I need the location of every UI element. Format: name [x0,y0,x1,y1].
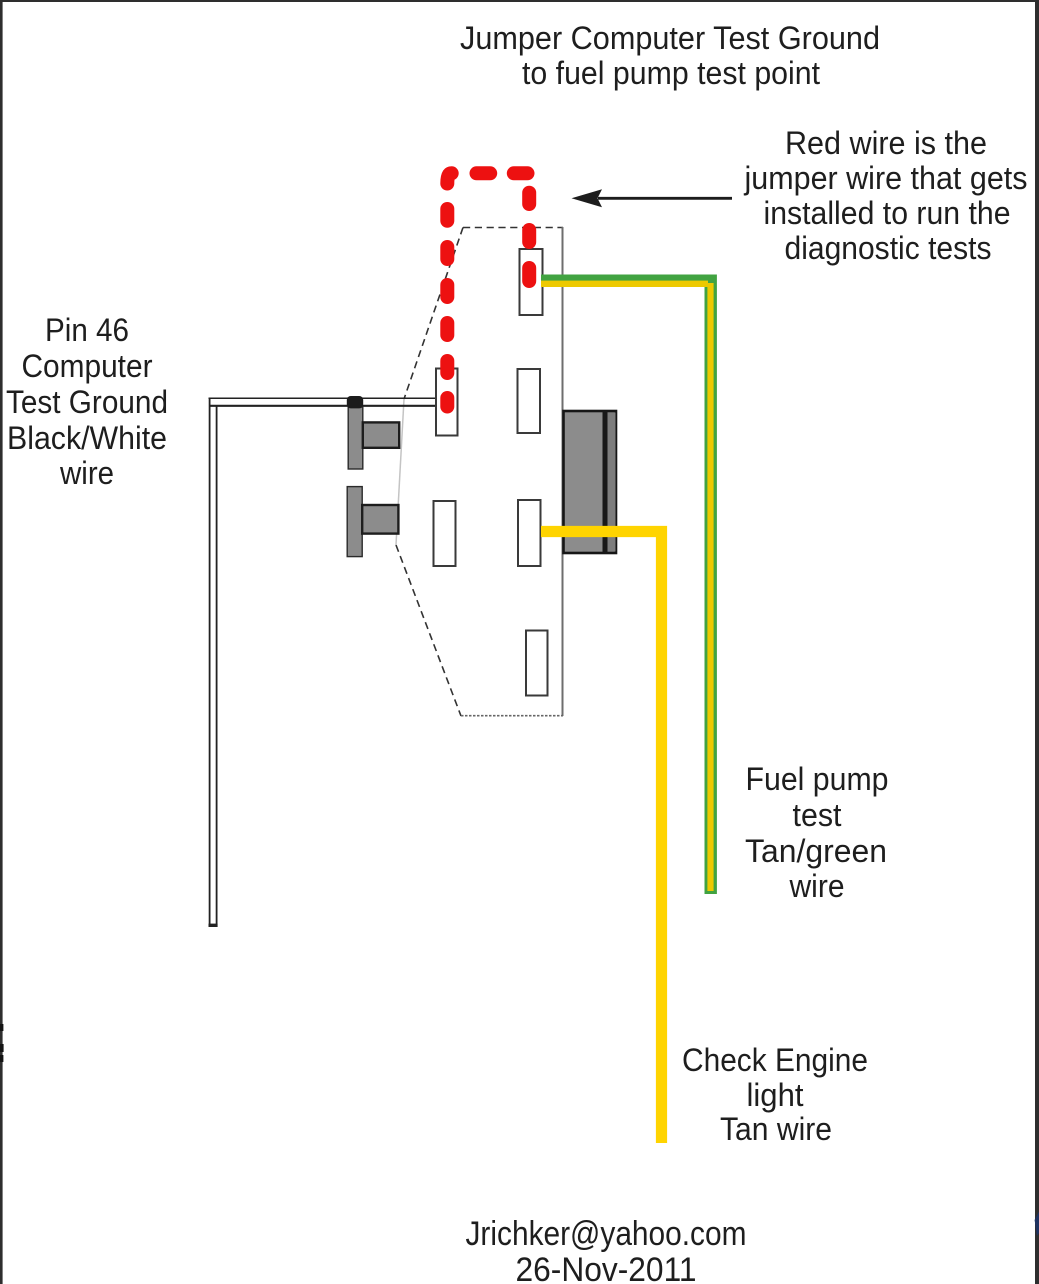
svg-text:26-Nov-2011: 26-Nov-2011 [516,1251,697,1284]
svg-text:Black/White: Black/White [7,420,167,456]
svg-text:Test Ground: Test Ground [6,384,168,420]
svg-text:Red wire is the: Red wire is the [785,125,987,161]
svg-text:wire: wire [789,868,845,904]
svg-text:Fuel pump: Fuel pump [746,761,889,797]
svg-text:Jrichker@yahoo.com: Jrichker@yahoo.com [466,1215,747,1253]
svg-text:diagnostic tests: diagnostic tests [785,230,992,266]
svg-text:Computer: Computer [22,348,153,384]
svg-text:light: light [747,1077,804,1113]
svg-text:jumper wire that gets: jumper wire that gets [744,160,1028,196]
svg-text:Pin 46: Pin 46 [45,312,129,348]
svg-text:Jumper Computer Test Ground: Jumper Computer Test Ground [460,20,880,56]
svg-text:Tan/green: Tan/green [745,833,887,869]
svg-text:Check Engine: Check Engine [682,1042,868,1078]
svg-text:Tan wire: Tan wire [720,1111,832,1147]
svg-text:wire: wire [59,455,114,491]
svg-text:installed to run the: installed to run the [764,195,1011,231]
svg-text:test: test [793,797,842,833]
svg-text:to fuel pump test point: to fuel pump test point [522,55,820,91]
